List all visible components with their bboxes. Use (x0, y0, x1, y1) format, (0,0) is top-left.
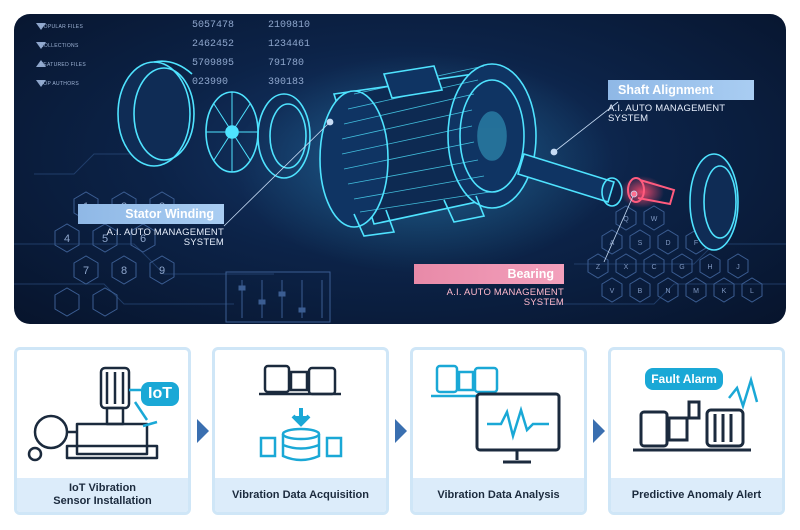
keypad-digit: 6 (140, 233, 146, 245)
step-label-line: Sensor Installation (53, 495, 152, 507)
callout-subtitle: SYSTEM (523, 297, 564, 308)
stat-value: 5057478 (192, 20, 235, 31)
keyboard-letter: X (624, 264, 629, 271)
stat-value: 791780 (268, 58, 305, 69)
step-label: Vibration Data Analysis (413, 478, 584, 512)
step-label: IoT Vibration Sensor Installation (17, 478, 188, 512)
callout-title: Bearing (414, 264, 564, 284)
data-analysis-icon (431, 364, 561, 464)
keypad-digit: 9 (159, 265, 165, 277)
step-card-data-analysis: Vibration Data Analysis (410, 347, 587, 515)
step-label-line: IoT Vibration (68, 482, 137, 494)
callout-stator-winding: Stator Winding A.I. AUTO MANAGEMENT SYST… (78, 204, 224, 248)
stat-value: 1234461 (268, 39, 311, 50)
keyboard-letter: M (693, 288, 699, 295)
pump-motor-icon (27, 366, 159, 462)
callout-subtitle: A.I. AUTO MANAGEMENT (106, 227, 224, 238)
keyboard-letter: L (750, 288, 754, 295)
step-label: Vibration Data Acquisition (215, 478, 386, 512)
circuit-lines (14, 153, 786, 305)
callout-subtitle: A.I. AUTO MANAGEMENT (446, 287, 564, 298)
stat-value: 023990 (192, 77, 229, 88)
keyboard-letter: C (651, 264, 656, 271)
keyboard-letter: J (736, 264, 740, 271)
step-label: Predictive Anomaly Alert (611, 478, 782, 512)
step-card-anomaly-alert: Fault Alarm Predictive Anomaly Alert (608, 347, 785, 515)
arrow-right-icon (593, 419, 605, 443)
keypad-digit: 5 (102, 233, 108, 245)
step-card-iot-sensor: IoT IoT Vibration Sensor Installation (14, 347, 191, 515)
callout-bearing: Bearing A.I. AUTO MANAGEMENT SYSTEM (414, 264, 564, 308)
callout-title: Shaft Alignment (608, 80, 754, 100)
keyboard-letter: Z (596, 264, 601, 271)
callout-subtitle: A.I. AUTO MANAGEMENT (608, 103, 726, 114)
leader-lines (223, 101, 638, 263)
keyboard-letter: G (679, 264, 684, 271)
stat-label: POPULAR FILES (40, 24, 84, 30)
keypad-digit: 4 (64, 233, 70, 245)
keyboard-letter: Q (623, 216, 629, 223)
callout-shaft-alignment: Shaft Alignment A.I. AUTO MANAGEMENT SYS… (608, 80, 754, 124)
anomaly-alert-icon (633, 375, 759, 452)
callout-subtitle: SYSTEM (608, 113, 649, 124)
callout-title: Stator Winding (78, 204, 224, 224)
stat-value: 2109810 (268, 20, 311, 31)
keyboard-letter: W (651, 216, 658, 223)
callout-subtitle: SYSTEM (183, 237, 224, 248)
hero-background-graphics: 1 2 3 4 5 6 7 8 9 0 (14, 54, 786, 323)
process-steps: IoT IoT Vibration Sensor Installation (14, 347, 786, 517)
arrow-right-icon (197, 419, 209, 443)
motor-wireframe (117, 60, 739, 251)
keyboard-letter: D (665, 240, 670, 247)
bearing-highlight (627, 177, 676, 206)
step-card-data-acquisition: Vibration Data Acquisition (212, 347, 389, 515)
stat-label: FEATURED FILES (40, 62, 87, 68)
down-triangle-icon (36, 23, 46, 30)
stat-label: COLLECTIONS (40, 43, 79, 49)
stat-value: 5709895 (192, 58, 235, 69)
stat-value: 2462452 (192, 39, 235, 50)
stat-value: 390183 (268, 77, 305, 88)
keypad-digit: 7 (83, 265, 89, 277)
keyboard-letter: V (610, 288, 615, 295)
stat-label: TOP AUTHORS (40, 81, 79, 87)
down-triangle-icon (36, 80, 46, 87)
arrow-right-icon (395, 419, 407, 443)
slider-panel (225, 271, 331, 323)
down-triangle-icon (36, 42, 46, 49)
keyboard-letter: K (722, 288, 727, 295)
hero-motor-image: 1 2 3 4 5 6 7 8 9 0 (14, 14, 786, 324)
up-triangle-icon (36, 60, 46, 67)
keyboard-letter: F (694, 240, 698, 247)
data-acquisition-icon (259, 364, 343, 462)
iot-badge: IoT (141, 382, 179, 406)
keyboard-letter: H (707, 264, 712, 271)
keypad-digit: 8 (121, 265, 127, 277)
keyboard-letter: N (665, 288, 670, 295)
keyboard-letter: B (638, 288, 643, 295)
fault-alarm-badge: Fault Alarm (645, 368, 723, 390)
keyboard-letter: S (638, 240, 643, 247)
